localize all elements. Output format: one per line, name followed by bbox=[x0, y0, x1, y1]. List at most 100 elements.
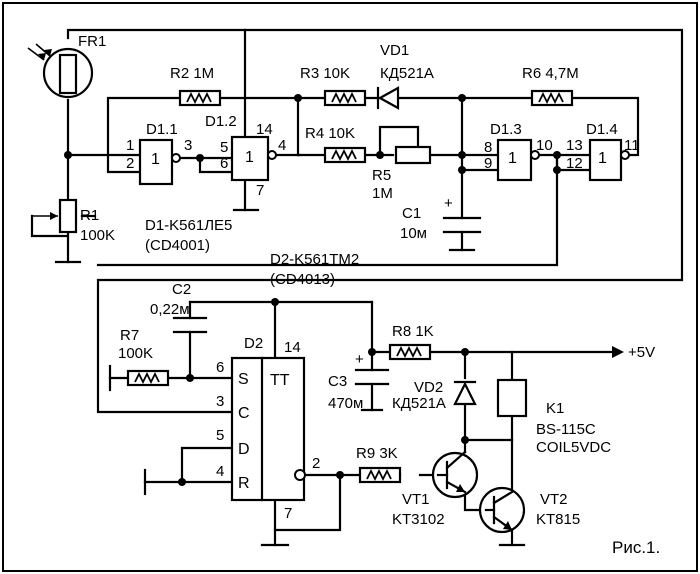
d1-4-mark: 1 bbox=[598, 150, 607, 167]
potentiometer-r5: R5 1M bbox=[372, 145, 432, 202]
r5-label: R5 bbox=[372, 167, 391, 184]
d1-2-mark: 1 bbox=[245, 149, 254, 166]
d1-pin8: 8 bbox=[484, 139, 492, 156]
d2-pin5: 5 bbox=[216, 427, 224, 444]
resistor-r6: R6 4,7M bbox=[522, 65, 579, 107]
d2-label: D2 bbox=[244, 335, 263, 352]
d2-equiv: (CD4013) bbox=[270, 271, 335, 288]
c1-value: 10м bbox=[400, 225, 427, 242]
r1-value: 100K bbox=[80, 227, 115, 244]
fr1-label: FR1 bbox=[78, 33, 106, 50]
d1-3-label: D1.3 bbox=[490, 121, 522, 138]
d1-pin6: 6 bbox=[220, 155, 228, 172]
capacitor-c2: C2 0,22м bbox=[150, 281, 208, 334]
c1-label: C1 bbox=[402, 205, 421, 222]
gate-d1-4: 1 D1.4 13 12 11 bbox=[566, 121, 640, 182]
r5-value: 1M bbox=[372, 185, 393, 202]
d2-pin2: 2 bbox=[312, 455, 320, 472]
resistor-r4: R4 10K bbox=[305, 125, 367, 164]
d2-pin3: 3 bbox=[216, 393, 224, 410]
k1-coil: COIL5VDC bbox=[536, 439, 611, 456]
d2-type: D2-K561TM2 bbox=[270, 251, 359, 268]
junctions-lower bbox=[178, 298, 469, 486]
wiring-lower bbox=[108, 300, 614, 547]
d1-pin10: 10 bbox=[536, 137, 553, 154]
c2-label: C2 bbox=[172, 281, 191, 298]
gate-d1-3: 1 D1.3 8 9 10 bbox=[484, 121, 553, 182]
d1-1-label: D1.1 bbox=[146, 121, 178, 138]
power-label: +5V bbox=[628, 344, 655, 361]
chip-d2: D2 TT S C D R 14 6 3 5 4 2 7 bbox=[143, 335, 320, 547]
r8-label: R8 1K bbox=[392, 323, 434, 340]
r7-value: 100K bbox=[118, 345, 153, 362]
r4-label: R4 10K bbox=[305, 125, 355, 142]
d1-3-mark: 1 bbox=[508, 150, 517, 167]
d2-pin14: 14 bbox=[284, 339, 301, 356]
d1-2-label: D1.2 bbox=[205, 113, 237, 130]
transistor-vt1: VT1 KT3102 bbox=[392, 450, 479, 528]
vd1-label: VD1 bbox=[380, 42, 409, 59]
d1-pin12: 12 bbox=[566, 155, 583, 172]
d2-kind: TT bbox=[270, 372, 290, 389]
capacitor-c1: + C1 10м bbox=[400, 195, 482, 252]
resistor-r7: R7 100K bbox=[108, 327, 170, 392]
figure-label: Рис.1. bbox=[612, 538, 660, 557]
d1-equiv: (CD4001) bbox=[145, 237, 210, 254]
c3-label: C3 bbox=[328, 373, 347, 390]
d1-pin5: 5 bbox=[220, 139, 228, 156]
transistor-vt2: VT2 KT815 bbox=[478, 486, 580, 547]
k1-part: BS-115C bbox=[536, 421, 596, 438]
resistor-r8: R8 1K bbox=[388, 323, 434, 361]
r9-label: R9 3K bbox=[356, 445, 398, 462]
d1-pin4: 4 bbox=[278, 137, 286, 154]
d1-pin13: 13 bbox=[566, 137, 583, 154]
capacitor-c3: + C3 470м bbox=[328, 351, 390, 412]
power-arrow: +5V bbox=[612, 344, 655, 361]
photoresistor-fr1: FR1 bbox=[27, 33, 106, 99]
vd2-label: VD2 bbox=[414, 379, 443, 396]
resistor-r3: R3 10K bbox=[300, 65, 367, 107]
d1-pin7: 7 bbox=[256, 182, 264, 199]
d1-4-label: D1.4 bbox=[586, 121, 618, 138]
c3-value: 470м bbox=[328, 395, 363, 412]
vt1-label: VT1 bbox=[402, 491, 430, 508]
d1-1-mark: 1 bbox=[151, 151, 160, 168]
d1-pin14: 14 bbox=[256, 121, 273, 138]
relay-k1: K1 BS-115C COIL5VDC bbox=[496, 378, 611, 456]
resistor-r9: R9 3K bbox=[356, 445, 402, 484]
d2-pin-c: C bbox=[238, 405, 250, 422]
vd1-part: КД521А bbox=[380, 65, 434, 82]
r6-label: R6 4,7M bbox=[522, 65, 579, 82]
c1-plus: + bbox=[444, 195, 453, 212]
d1-type: D1-K561ЛЕ5 bbox=[145, 217, 232, 234]
c2-value: 0,22м bbox=[150, 301, 190, 318]
d2-pin-r: R bbox=[238, 475, 250, 492]
resistor-r2: R2 1M bbox=[170, 65, 222, 107]
resistor-r1: R1 100K bbox=[32, 198, 115, 264]
d1-pin3: 3 bbox=[184, 137, 192, 154]
k1-label: K1 bbox=[546, 400, 564, 417]
d2-pin4: 4 bbox=[216, 463, 224, 480]
diode-vd2: VD2 КД521А bbox=[392, 379, 477, 412]
wiring-upper bbox=[30, 28, 684, 414]
gate-d1-1: 1 D1.1 1 2 3 bbox=[126, 121, 192, 186]
vt2-label: VT2 bbox=[540, 491, 568, 508]
d2-pin6: 6 bbox=[216, 359, 224, 376]
junctions-upper bbox=[64, 94, 561, 174]
d1-pin1: 1 bbox=[126, 137, 134, 154]
diode-vd1: VD1 КД521А bbox=[376, 42, 434, 110]
r7-label: R7 bbox=[120, 327, 139, 344]
d2-pin-d: D bbox=[238, 441, 250, 458]
r1-label: R1 bbox=[80, 207, 99, 224]
gate-d1-2: 1 D1.2 5 6 4 14 7 D1-K561ЛЕ5 (CD4001) bbox=[145, 113, 286, 254]
d2-pin-s: S bbox=[238, 371, 249, 388]
d2-pin7: 7 bbox=[284, 505, 292, 522]
d1-pin9: 9 bbox=[484, 155, 492, 172]
d1-pin2: 2 bbox=[126, 155, 134, 172]
r2-label: R2 1M bbox=[170, 65, 214, 82]
c3-plus: + bbox=[355, 351, 364, 368]
d1-pin11: 11 bbox=[624, 137, 640, 154]
r3-label: R3 10K bbox=[300, 65, 350, 82]
